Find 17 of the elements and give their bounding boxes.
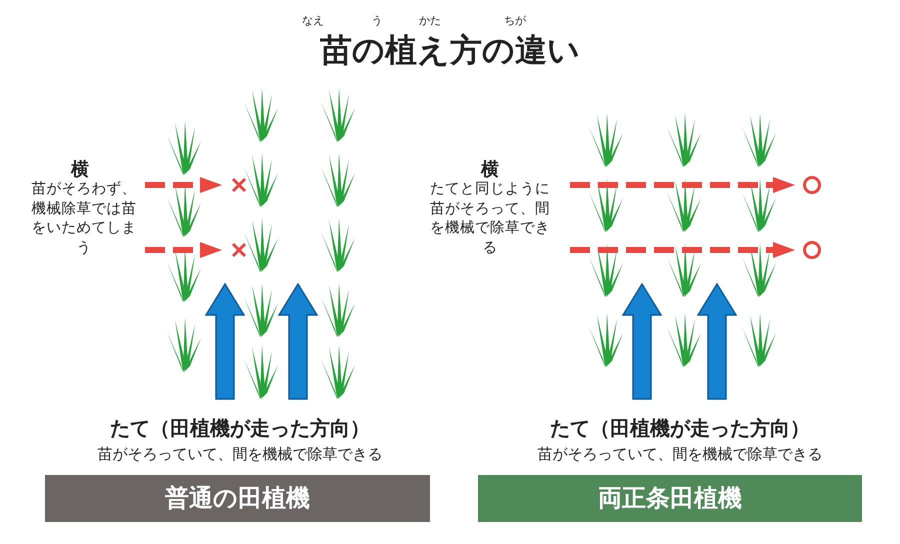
direction-heading: 横: [480, 158, 500, 182]
furigana: う: [370, 14, 384, 29]
band-label: 普通の田植機: [164, 483, 311, 514]
furigana: ちが: [503, 14, 527, 29]
band-label: 両正条田植機: [597, 483, 743, 514]
direction-heading: 横: [70, 158, 90, 182]
furigana: かた: [418, 14, 442, 29]
direction-heading: たて（田植機が走った方向）: [109, 415, 371, 442]
machine-band: [478, 475, 862, 522]
furigana: なえ: [301, 14, 325, 29]
description: たてと同じように苗がそろって、間を機械で除草できる: [429, 180, 551, 258]
title: 苗の植え方の違い: [319, 30, 581, 70]
description: 苗がそろっていて、間を機械で除草できる: [96, 444, 384, 464]
machine-band: [45, 475, 430, 522]
description: 苗がそろわず、機械除草では苗をいためてしまう: [30, 180, 138, 258]
direction-heading: たて（田植機が走った方向）: [549, 415, 811, 442]
description: 苗がそろっていて、間を機械で除草できる: [536, 444, 824, 464]
